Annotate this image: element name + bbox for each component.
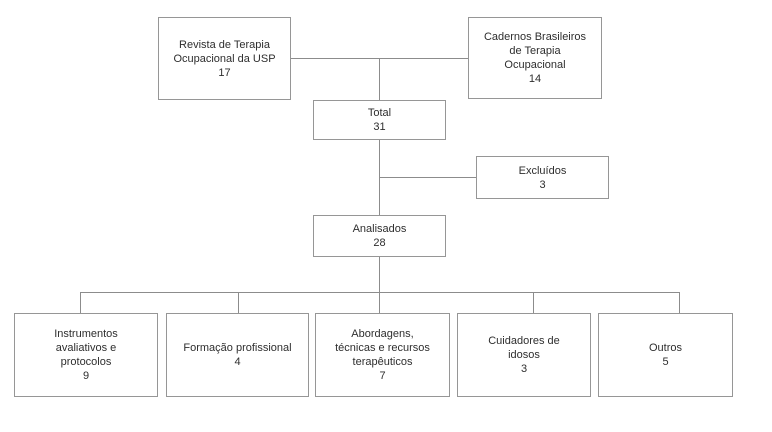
node-cuidadores-idosos: Cuidadores de idosos 3 — [457, 313, 591, 397]
node-label: Excluídos — [518, 164, 567, 177]
node-label: Instrumentos avaliativos e protocolos — [54, 328, 118, 368]
node-analisados: Analisados 28 — [313, 215, 446, 257]
node-value: 17 — [218, 66, 231, 79]
node-abordagens-tecnicas: Abordagens, técnicas e recursos terapêut… — [315, 313, 450, 397]
node-value: 14 — [528, 73, 542, 85]
node-label: Analisados — [352, 223, 407, 235]
node-cadernos-brasileiros: Cadernos Brasileiros de Terapia Ocupacio… — [468, 17, 602, 99]
node-value: 7 — [379, 370, 386, 382]
node-label: Cuidadores de idosos — [488, 335, 560, 361]
node-value: 5 — [662, 356, 669, 368]
node-value: 31 — [373, 121, 386, 133]
node-formacao-profissional: Formação profissional 4 — [166, 313, 309, 397]
node-outros: Outros 5 — [598, 313, 733, 397]
node-label: Total — [367, 107, 392, 119]
node-label: Outros — [648, 342, 682, 354]
node-value: 4 — [234, 356, 241, 368]
node-value: 28 — [373, 237, 386, 249]
node-label: Revista de Terapia Ocupacional da USP — [173, 38, 276, 65]
node-value: 9 — [82, 370, 90, 382]
node-instrumentos-avaliativos: Instrumentos avaliativos e protocolos 9 — [14, 313, 158, 397]
node-label: Abordagens, técnicas e recursos terapêut… — [335, 328, 430, 368]
node-revista-terapia-usp: Revista de Terapia Ocupacional da USP 17 — [158, 17, 291, 100]
node-excluidos: Excluídos 3 — [476, 156, 609, 199]
node-value: 3 — [539, 178, 546, 191]
node-label: Cadernos Brasileiros de Terapia Ocupacio… — [483, 31, 587, 71]
node-total: Total 31 — [313, 100, 446, 140]
node-value: 3 — [520, 363, 528, 375]
node-label: Formação profissional — [183, 342, 292, 354]
